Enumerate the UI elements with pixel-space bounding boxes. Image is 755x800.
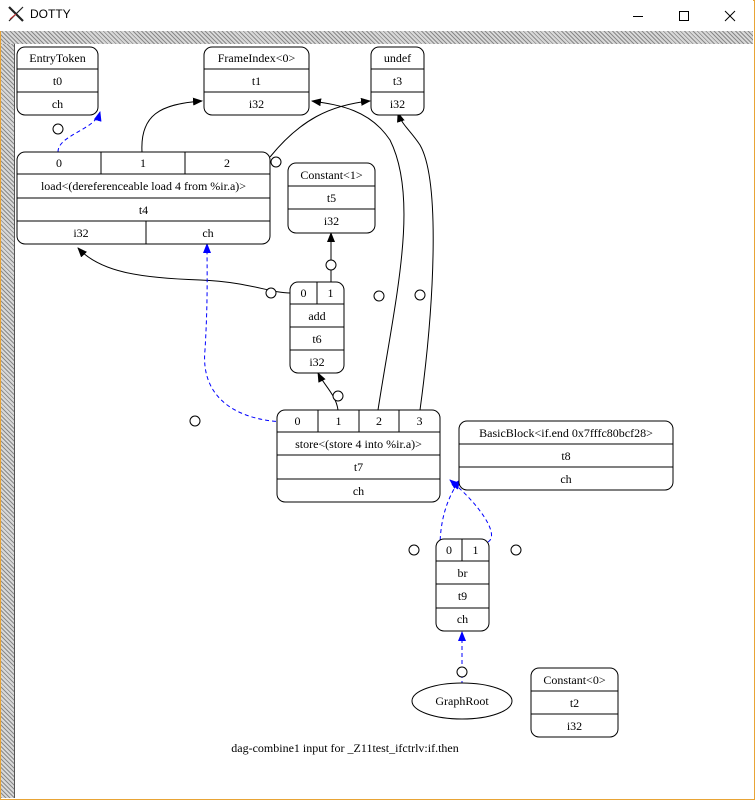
minimize-button[interactable] (615, 0, 661, 31)
node-entrytoken[interactable]: EntryToken t0 ch (16, 46, 99, 116)
port-circle (52, 123, 64, 135)
node-id: t7 (354, 460, 363, 474)
edge-store-frameindex (311, 98, 405, 411)
node-type: ch (353, 484, 364, 498)
port-label: 1 (140, 156, 146, 170)
node-id: t3 (393, 74, 402, 88)
port-circle (510, 544, 522, 556)
node-type: i32 (309, 355, 324, 369)
port-circle (373, 290, 385, 302)
node-label: FrameIndex<0> (218, 51, 296, 65)
window-title: DOTTY (30, 7, 71, 21)
horizontal-scrollbar[interactable] (1, 31, 753, 44)
port-label: 0 (446, 543, 452, 557)
port-circles (52, 123, 522, 678)
edge-store-undef (397, 112, 434, 411)
node-basicblock[interactable]: BasicBlock<if.end 0x7fffc80bcf28> t8 ch (458, 420, 674, 491)
port-circle (456, 666, 468, 678)
port-circle (408, 544, 420, 556)
node-label: load<(dereferenceable load 4 from %ir.a)… (41, 179, 246, 193)
close-icon (724, 10, 736, 21)
close-button[interactable] (707, 0, 753, 31)
node-id: t6 (312, 332, 321, 346)
title-bar: DOTTY (0, 0, 753, 31)
port-label: 2 (376, 414, 382, 428)
node-type: i32 (390, 97, 405, 111)
port-circle (270, 156, 282, 168)
port-circle (332, 390, 344, 402)
node-label: undef (384, 51, 411, 65)
node-constant1[interactable]: Constant<1> t5 i32 (287, 162, 376, 234)
edge-add-load (77, 247, 291, 294)
node-constant0[interactable]: Constant<0> t2 i32 (530, 667, 619, 738)
node-undef[interactable]: undef t3 i32 (370, 46, 425, 116)
node-id: t2 (570, 696, 579, 710)
node-type: i32 (324, 214, 339, 228)
node-load[interactable]: 0 1 2 load<(dereferenceable load 4 from … (16, 151, 271, 245)
node-label: br (458, 566, 468, 580)
node-label: GraphRoot (435, 694, 489, 708)
node-type: i32 (567, 719, 582, 733)
port-label: 0 (295, 414, 301, 428)
port-label: 1 (336, 414, 342, 428)
edge-store-add (317, 372, 339, 411)
maximize-button[interactable] (661, 0, 707, 31)
edge-load-frameindex (141, 97, 203, 153)
node-add[interactable]: 0 1 add t6 i32 (289, 281, 345, 374)
node-graphroot[interactable]: GraphRoot (411, 682, 513, 720)
node-id: t5 (327, 191, 336, 205)
edge-load-undef (269, 97, 371, 158)
minimize-icon (633, 15, 643, 17)
edge-br-basicblock-1 (449, 479, 493, 543)
port-label: 1 (473, 543, 479, 557)
node-store[interactable]: 0 1 2 3 store<(store 4 into %ir.a)> t7 c… (276, 409, 441, 503)
port-label: 1 (328, 286, 334, 300)
port-circle (189, 415, 201, 427)
node-label: add (308, 309, 325, 323)
node-label: BasicBlock<if.end 0x7fffc80bcf28> (479, 426, 653, 440)
port-circle (414, 289, 426, 301)
port-circle (325, 259, 337, 271)
node-label: store<(store 4 into %ir.a)> (295, 437, 422, 451)
x-logo-icon (8, 6, 24, 22)
node-type: i32 (73, 226, 88, 240)
node-type: i32 (249, 97, 264, 111)
graph-edges (57, 97, 493, 685)
port-label: 0 (56, 156, 62, 170)
edge-br-basicblock-0 (439, 479, 461, 548)
node-id: t9 (458, 589, 467, 603)
edge-store-load (203, 243, 291, 423)
port-label: 0 (301, 286, 307, 300)
port-circle (265, 287, 277, 299)
node-label: EntryToken (29, 51, 85, 65)
node-frameindex[interactable]: FrameIndex<0> t1 i32 (203, 46, 310, 116)
edge-load-entrytoken (57, 111, 102, 153)
node-label: Constant<0> (543, 673, 605, 687)
port-label: 3 (417, 414, 423, 428)
vertical-scrollbar[interactable] (1, 44, 15, 798)
node-label: Constant<1> (300, 168, 362, 182)
node-type: ch (457, 612, 468, 626)
node-type: ch (52, 97, 63, 111)
node-type: ch (560, 472, 571, 486)
node-br[interactable]: 0 1 br t9 ch (435, 538, 490, 632)
maximize-icon (679, 10, 689, 21)
node-id: t1 (252, 74, 261, 88)
port-label: 2 (224, 156, 230, 170)
node-id: t8 (561, 449, 570, 463)
node-type: ch (202, 226, 213, 240)
node-id: t0 (53, 74, 62, 88)
node-id: t4 (139, 203, 148, 217)
graph-caption: dag-combine1 input for _Z11test_ifctrlv:… (231, 741, 459, 755)
